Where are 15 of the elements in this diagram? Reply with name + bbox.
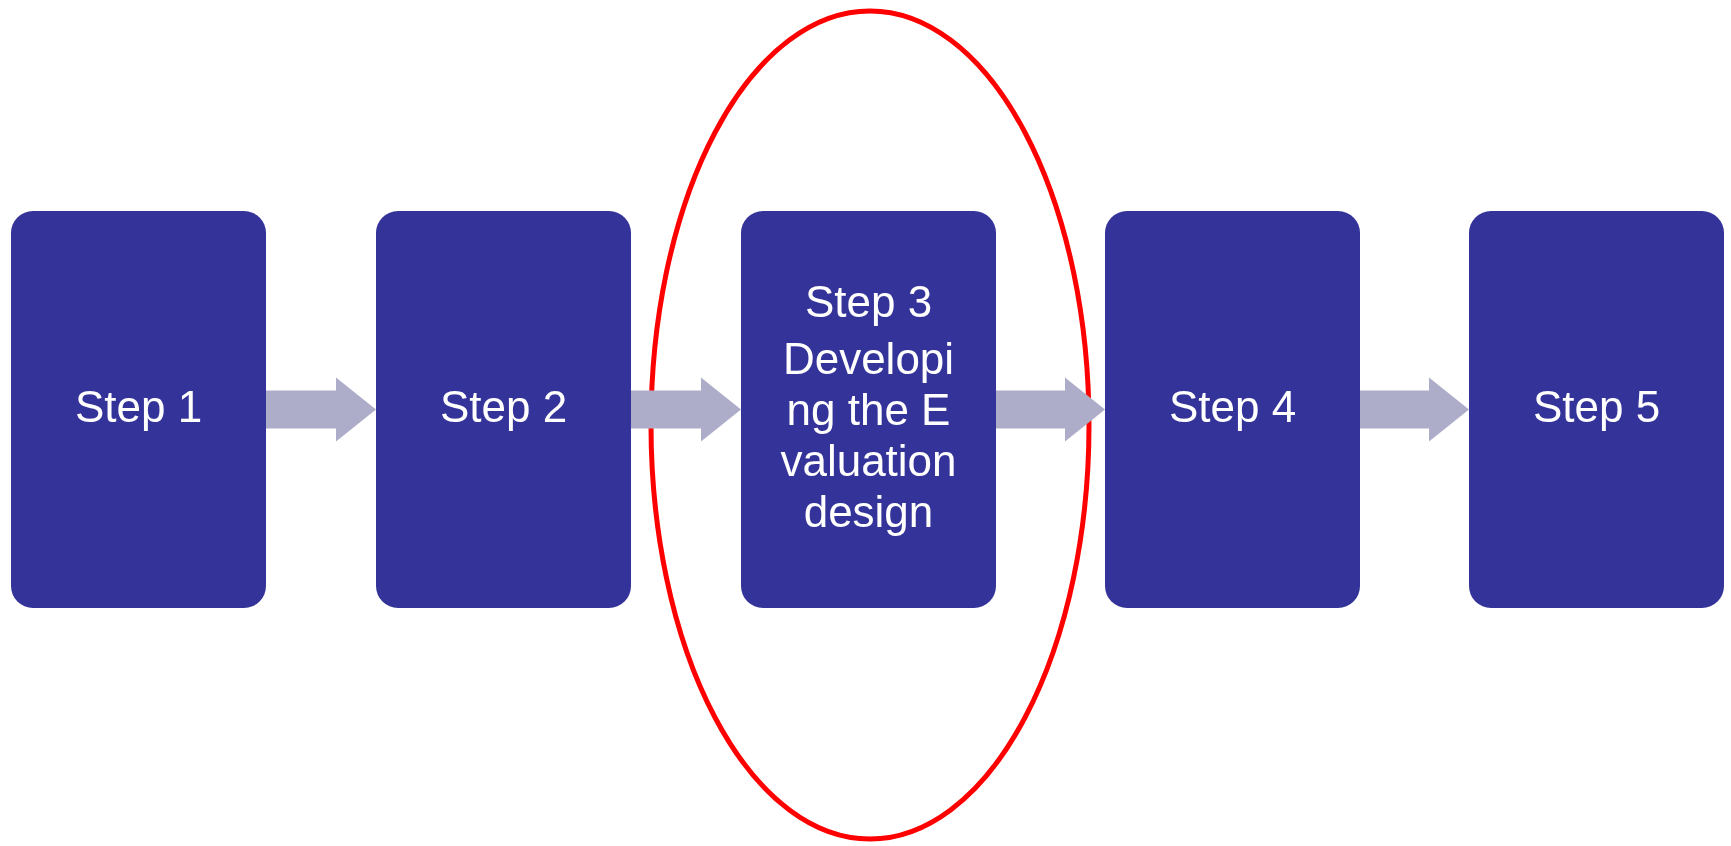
process-box xyxy=(376,211,631,608)
process-box xyxy=(11,211,266,608)
step-label: Step 5 xyxy=(1531,381,1662,432)
step-label: Step 4 xyxy=(1167,381,1298,432)
arrow xyxy=(996,377,1105,442)
arrow xyxy=(266,377,376,442)
process-box xyxy=(1469,211,1724,608)
process-box xyxy=(741,211,996,608)
process-box xyxy=(1105,211,1360,608)
step-description: Developing the Evaluation design xyxy=(779,333,958,537)
step-label: Step 3 xyxy=(803,276,934,327)
arrow xyxy=(1360,377,1469,442)
arrow xyxy=(631,377,741,442)
step-label: Step 1 xyxy=(73,381,204,432)
step-label: Step 2 xyxy=(438,381,569,432)
